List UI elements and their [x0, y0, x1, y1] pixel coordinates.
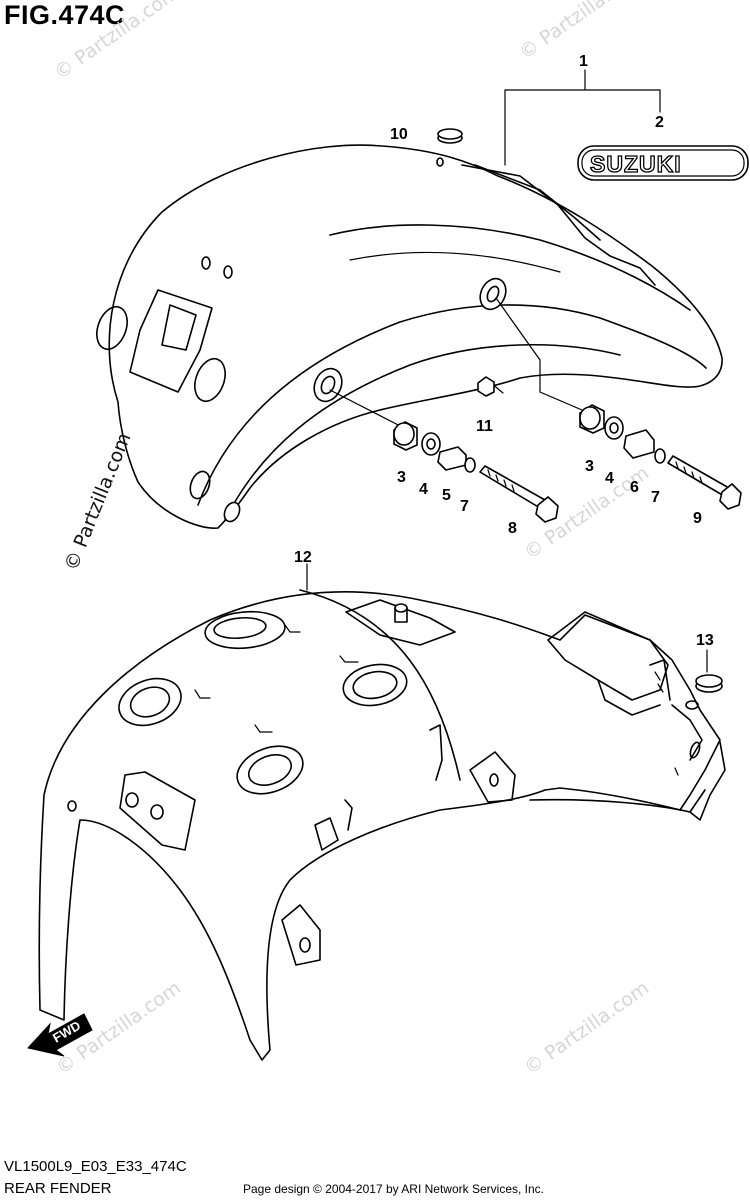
watermark-text: © Partzilla.com — [50, 0, 183, 84]
callout-label: 1 — [579, 53, 588, 70]
grommet[interactable] — [437, 128, 463, 144]
callout-label: 12 — [294, 549, 312, 566]
callout-label: 6 — [630, 479, 639, 496]
emblem-text: SUZUKI — [590, 151, 682, 177]
speed-nut[interactable] — [695, 674, 723, 693]
callout-label: 5 — [442, 487, 451, 504]
figure-title: FIG.474C — [4, 0, 126, 30]
mount-hardware-left[interactable] — [393, 421, 559, 523]
callout-label: 7 — [651, 489, 660, 506]
callout-label: 2 — [655, 114, 664, 131]
copyright-notice: Page design © 2004-2017 by ARI Network S… — [243, 1182, 545, 1196]
callout-label: 3 — [585, 458, 594, 475]
model-code: VL1500L9_E03_E33_474C — [4, 1158, 187, 1175]
callout-labels: 1 2 3 4 5 7 8 3 4 6 7 9 10 11 12 13 — [294, 53, 714, 649]
suzuki-emblem[interactable]: SUZUKI — [577, 145, 749, 181]
callout-label: 3 — [397, 469, 406, 486]
mount-hardware-right[interactable] — [579, 404, 742, 510]
leader-lines-lower — [306, 563, 708, 673]
callout-label: 8 — [508, 520, 517, 537]
callout-label: 11 — [476, 418, 493, 435]
watermark-text: © Partzilla.com — [520, 977, 653, 1079]
callout-label: 4 — [605, 470, 614, 487]
callout-label: 13 — [696, 632, 714, 649]
callout-label: 10 — [390, 126, 408, 143]
callout-label: 4 — [419, 481, 428, 498]
section-name: REAR FENDER — [4, 1180, 112, 1197]
callout-label: 7 — [460, 498, 469, 515]
nut[interactable] — [477, 376, 495, 397]
inner-fender[interactable] — [38, 589, 726, 1061]
watermark-text: © Partzilla.com — [60, 430, 135, 574]
callout-label: 9 — [693, 510, 702, 527]
